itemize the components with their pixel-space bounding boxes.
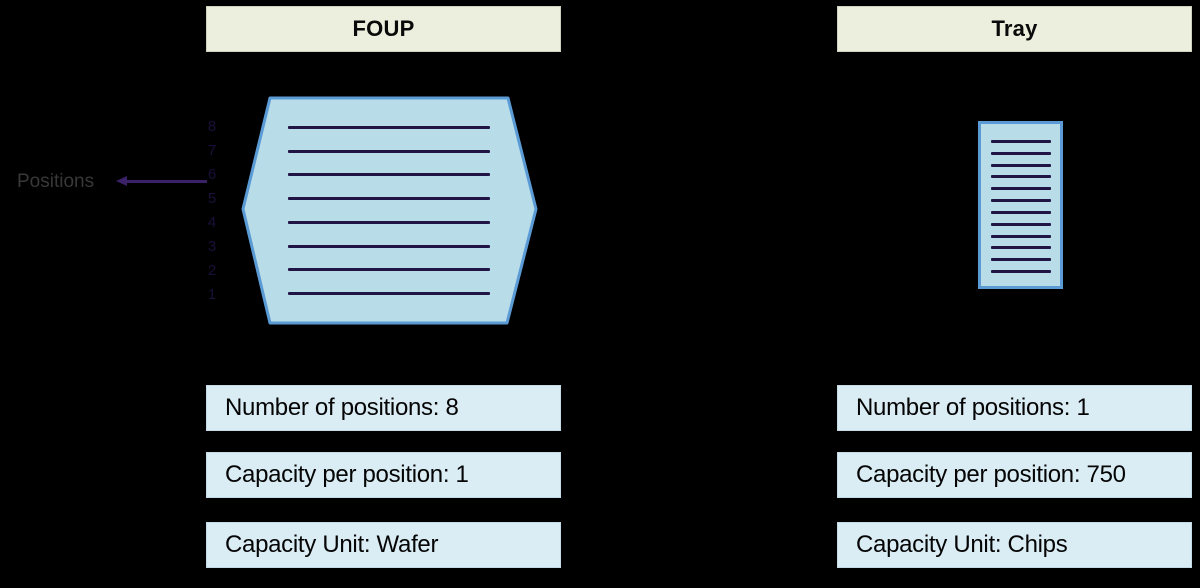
- slot-line: [991, 246, 1051, 250]
- slot-line: [991, 175, 1051, 179]
- tray-chip-slots: [991, 140, 1051, 273]
- position-number: 2: [207, 262, 217, 279]
- position-number: 5: [207, 190, 217, 207]
- slot-line: [288, 149, 490, 153]
- tray-capacity-unit-box: Capacity Unit: Chips: [837, 522, 1192, 568]
- tray-header: Tray: [837, 6, 1192, 52]
- slot-line: [288, 197, 490, 201]
- position-number: 3: [207, 238, 217, 255]
- foup-wafer-slots: [288, 126, 490, 295]
- foup-carrier-shape: [241, 96, 538, 325]
- slot-line: [991, 151, 1051, 155]
- foup-capacity-unit-box: Capacity Unit: Wafer: [206, 522, 561, 568]
- slot-line: [288, 126, 490, 129]
- position-number: 8: [207, 118, 217, 135]
- position-number: 7: [207, 142, 217, 159]
- slot-line: [991, 199, 1051, 203]
- foup-position-numbers: 8 7 6 5 4 3 2 1: [202, 118, 222, 303]
- foup-number-of-positions-box: Number of positions: 8: [206, 385, 561, 431]
- slot-line: [288, 173, 490, 177]
- slot-line: [991, 269, 1051, 273]
- tray-number-of-positions-box: Number of positions: 1: [837, 385, 1192, 431]
- slot-line: [991, 210, 1051, 214]
- foup-hexagon: [241, 96, 538, 325]
- tray-capacity-per-position-box: Capacity per position: 750: [837, 452, 1192, 498]
- slot-line: [288, 291, 490, 295]
- foup-capacity-per-position-box: Capacity per position: 1: [206, 452, 561, 498]
- slot-line: [991, 163, 1051, 167]
- slot-line: [288, 220, 490, 224]
- position-number: 4: [207, 214, 217, 231]
- slot-line: [991, 258, 1051, 262]
- positions-arrow: [127, 180, 207, 183]
- position-number: 1: [207, 286, 217, 303]
- positions-label: Positions: [17, 171, 95, 192]
- positions-arrowhead-icon: [116, 176, 127, 186]
- slot-line: [991, 234, 1051, 238]
- foup-header: FOUP: [206, 6, 561, 52]
- slot-line: [991, 187, 1051, 191]
- slot-line: [991, 222, 1051, 226]
- slot-line: [288, 244, 490, 248]
- slot-line: [288, 268, 490, 272]
- position-number: 6: [207, 166, 217, 183]
- slot-line: [991, 140, 1051, 143]
